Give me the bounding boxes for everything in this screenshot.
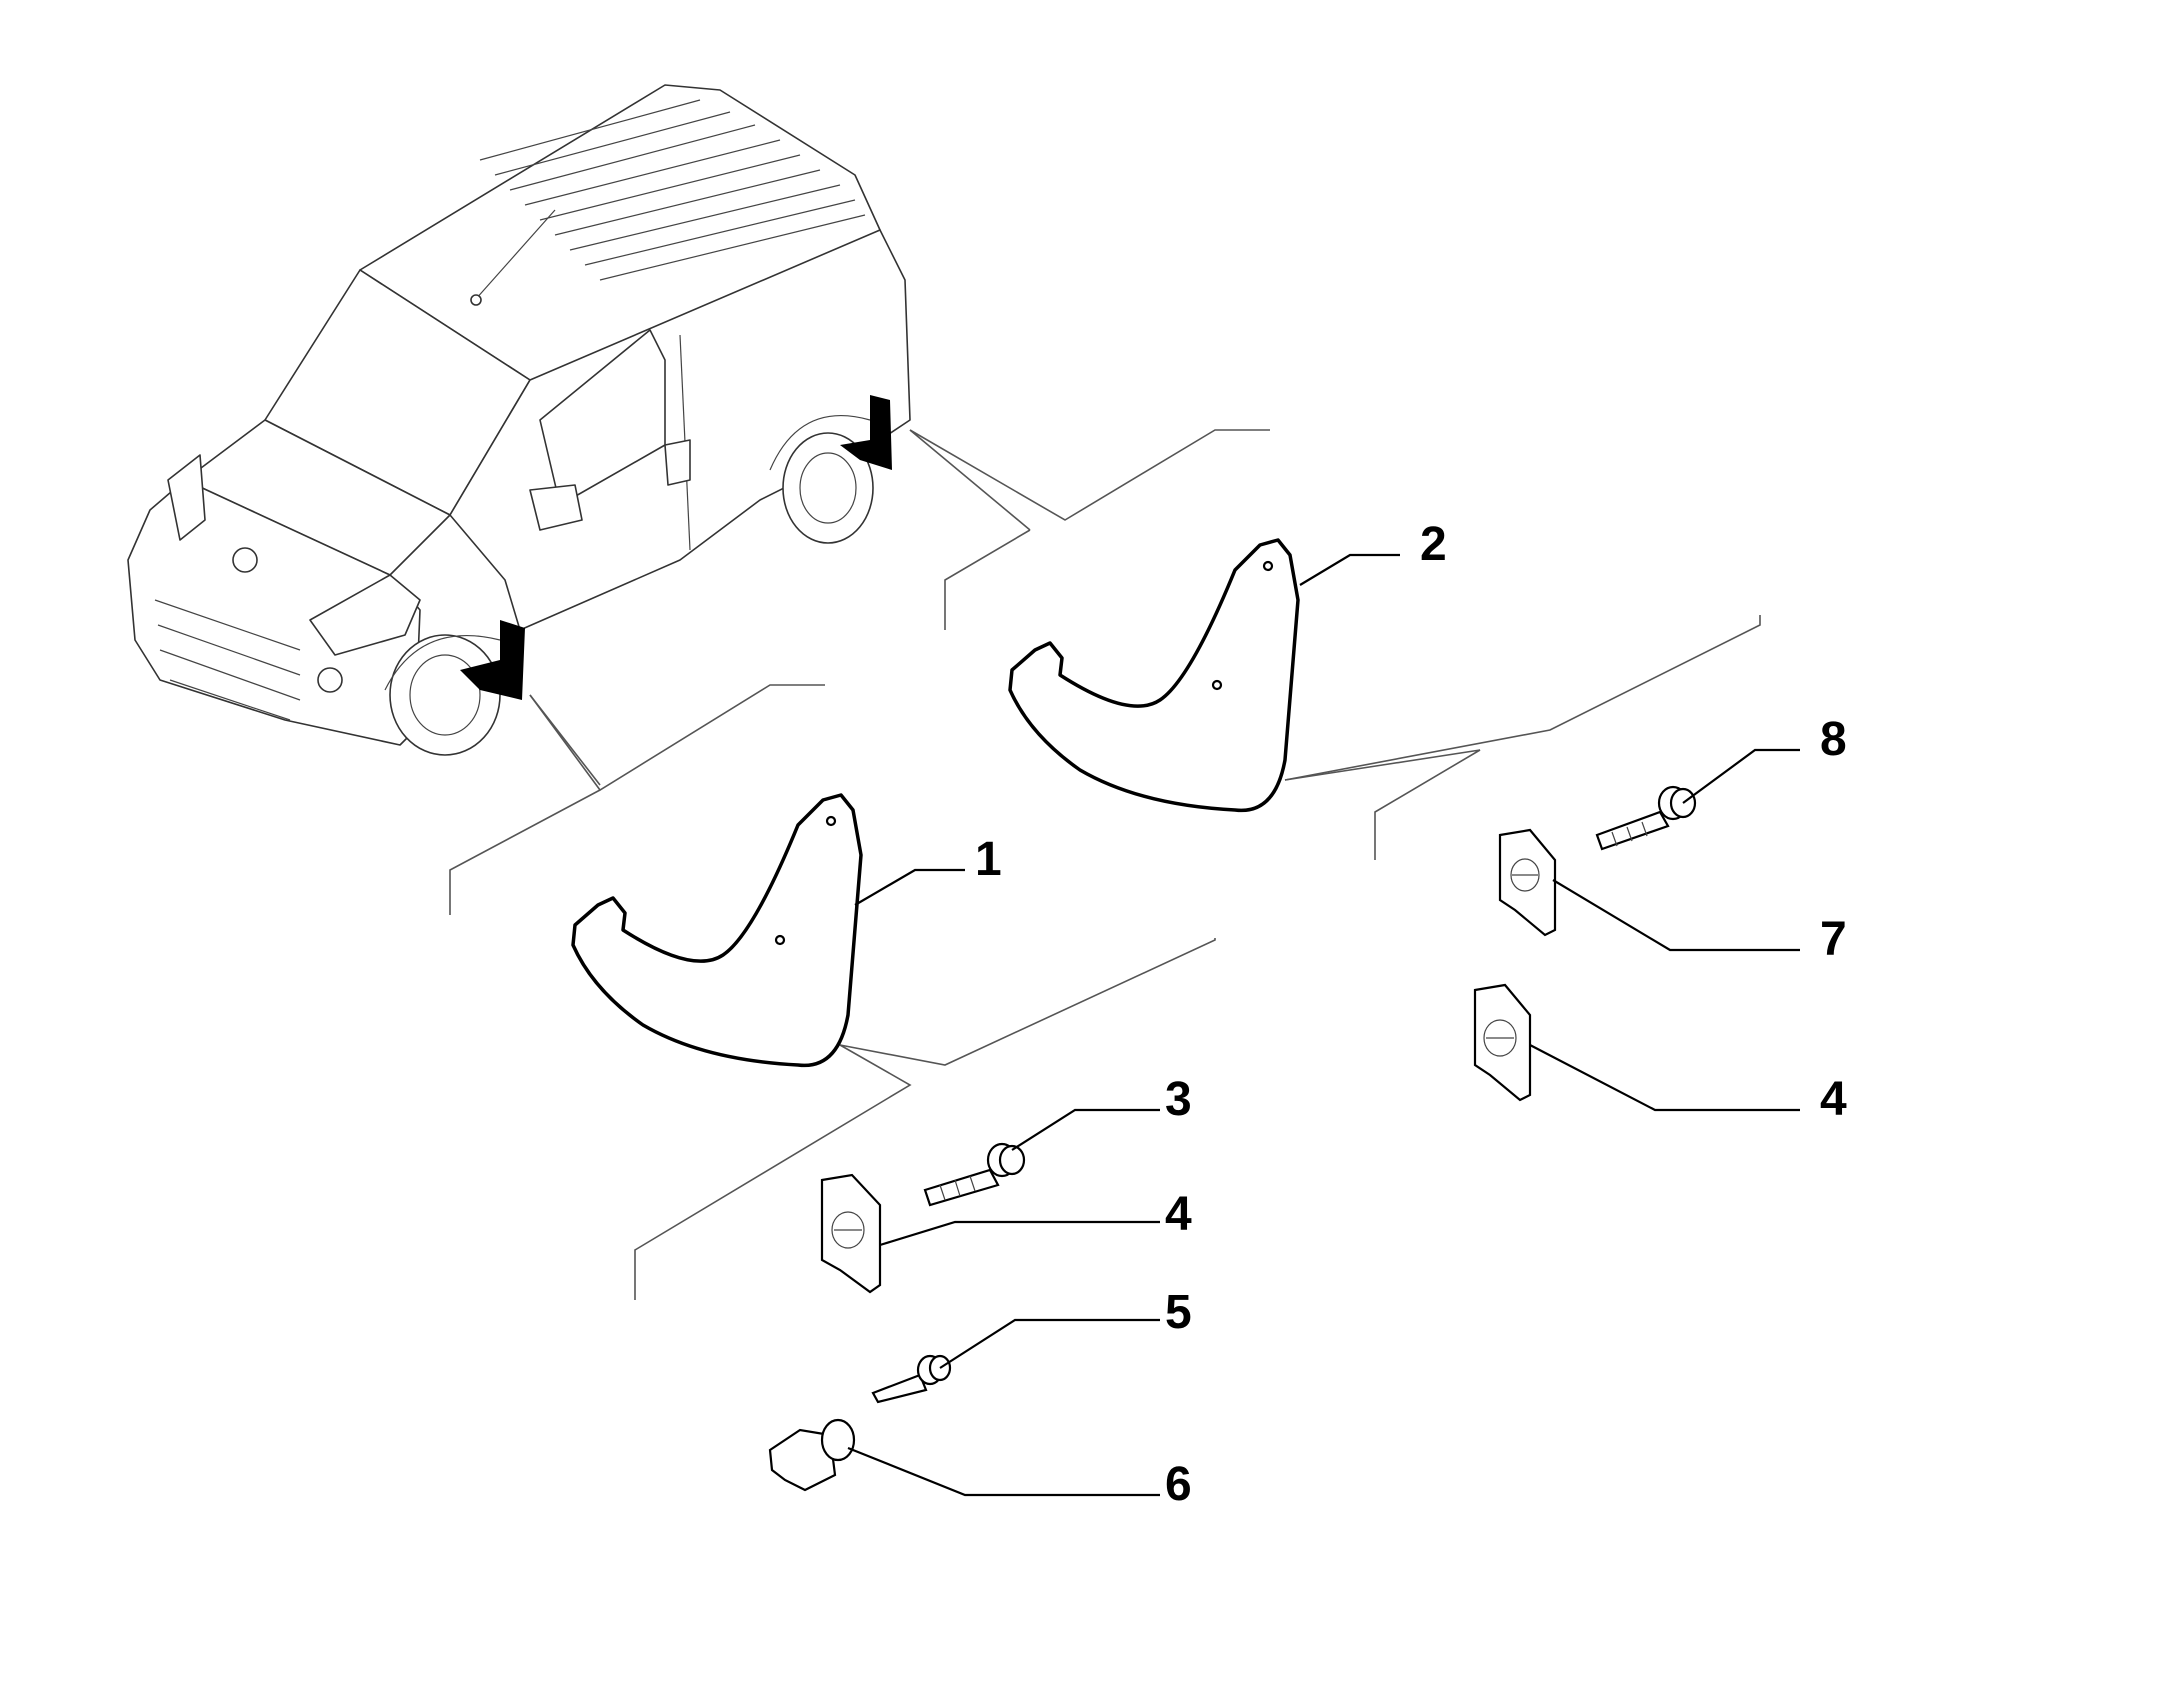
callout-3: 3 [1165, 1073, 1192, 1126]
callout-4-rear: 4 [1820, 1073, 1847, 1126]
bolt-3 [923, 1142, 1026, 1207]
rivet-6 [768, 1418, 856, 1492]
assembly-guide-lines [449, 429, 1761, 1300]
callout-5: 5 [1165, 1286, 1192, 1339]
callout-4-front: 4 [1165, 1188, 1192, 1241]
van-illustration [127, 84, 911, 756]
clip-nut-front [820, 1173, 882, 1294]
callout-6: 6 [1165, 1458, 1192, 1511]
callout-8: 8 [1820, 713, 1847, 766]
clip-nut-7 [1498, 828, 1557, 937]
rear-mud-flap [1008, 538, 1300, 813]
callout-leaders [847, 553, 1800, 1497]
front-mud-flap [571, 793, 863, 1068]
callout-7: 7 [1820, 913, 1847, 966]
callout-1: 1 [975, 833, 1002, 886]
screw-5 [871, 1354, 952, 1404]
callout-2: 2 [1420, 518, 1447, 571]
clip-nut-rear [1473, 983, 1532, 1102]
callout-numbers: 2 1 3 4 5 6 8 7 4 [975, 518, 1847, 1511]
bolt-8 [1595, 785, 1697, 851]
